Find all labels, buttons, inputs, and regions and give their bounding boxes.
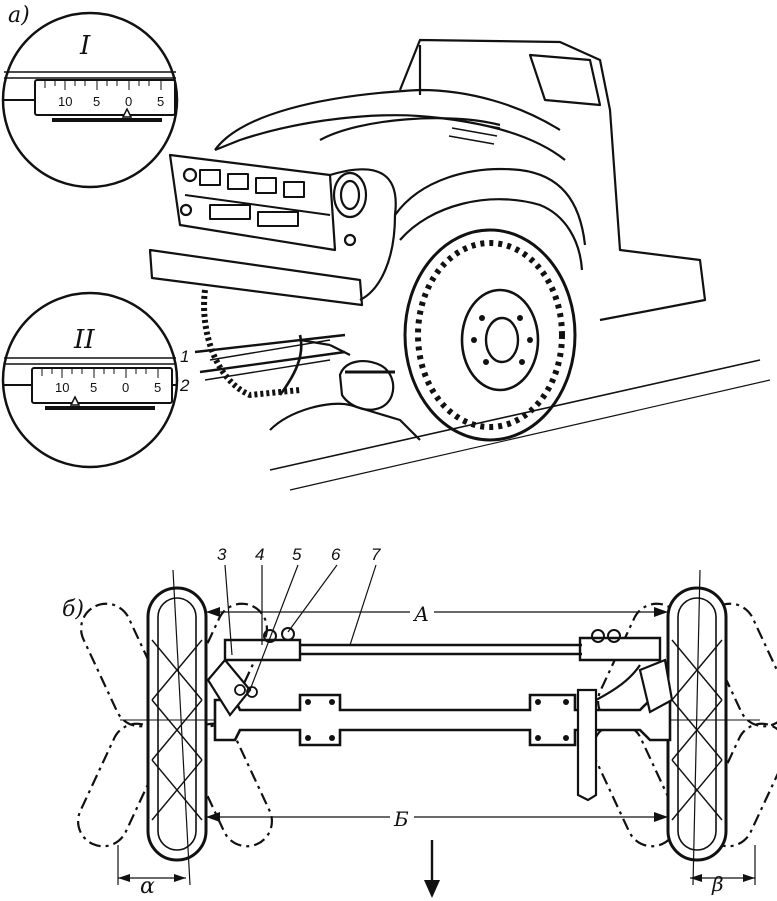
inset-ii-tick-0: 0 (122, 380, 129, 395)
inset-ii-tick-5a: 5 (90, 380, 97, 395)
truck-illustration (148, 38, 771, 491)
inset-ii-tick-5b: 5 (154, 380, 161, 395)
panel-b-label: б) (62, 597, 84, 622)
dimension-a-label: А (412, 602, 429, 626)
part-number-4: 4 (255, 545, 264, 564)
inset-scale-ii: II 10 5 0 5 (1, 291, 179, 469)
dimension-b-label: Б (393, 807, 409, 831)
angle-beta-label: β (711, 872, 724, 896)
callout-2: 2 (179, 376, 190, 395)
inset-scale-i: I 10 5 0 5 (1, 11, 179, 189)
inset-i-roman: I (79, 31, 91, 61)
part-number-3: 3 (217, 545, 227, 564)
inset-i-tick-0: 0 (125, 94, 132, 109)
panel-a-label: а) (8, 3, 30, 28)
inset-ii-roman: II (73, 325, 95, 355)
inset-i-tick-10: 10 (58, 94, 72, 109)
part-number-6: 6 (331, 545, 341, 564)
inset-i-tick-5a: 5 (93, 94, 100, 109)
part-number-5: 5 (292, 545, 302, 564)
inset-ii-tick-10: 10 (55, 380, 69, 395)
callout-1: 1 (180, 347, 189, 366)
axis-diagram (76, 564, 777, 898)
inset-i-tick-5b: 5 (157, 94, 164, 109)
angle-alpha-label: α (140, 874, 155, 899)
part-number-7: 7 (371, 545, 381, 564)
